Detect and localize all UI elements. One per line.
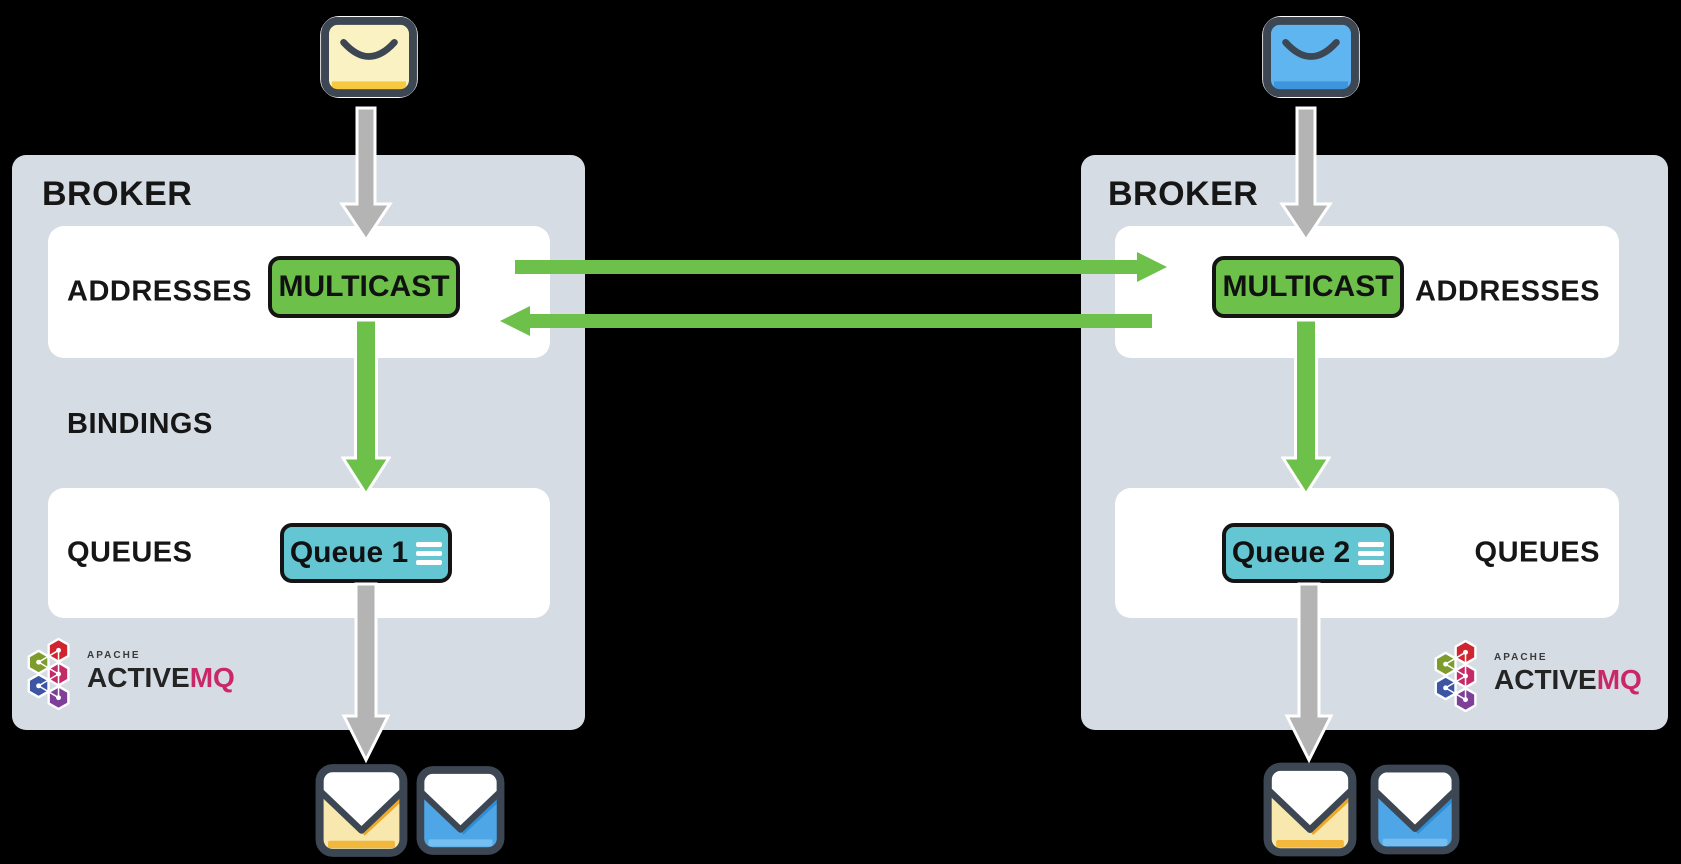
arrow-broker-left-to-right <box>515 252 1167 282</box>
consumer-envelope-yellow-icon <box>1263 762 1357 857</box>
producer-envelope-yellow-icon <box>320 16 418 98</box>
activemq-logo-text: APACHE ACTIVEMQ <box>1494 640 1642 694</box>
list-lines-icon <box>416 541 443 565</box>
addresses-panel: MULTICAST ADDRESSES <box>1115 226 1619 358</box>
activemq-hexagon-logo-icon <box>1434 640 1477 712</box>
queues-label: QUEUES <box>67 536 193 569</box>
arrow-broker-right-to-left <box>500 306 1152 336</box>
queues-panel: QUEUES Queue 1 <box>48 488 550 618</box>
broker-title: BROKER <box>1108 175 1259 213</box>
queue-label: Queue 2 <box>1231 536 1351 569</box>
queues-label: QUEUES <box>1474 536 1600 569</box>
active-label: ACTIVE <box>87 662 190 693</box>
activemq-hexagon-logo-icon <box>27 638 70 710</box>
addresses-label: ADDRESSES <box>67 275 252 308</box>
mq-label: MQ <box>1596 664 1642 695</box>
consumer-envelope-blue-icon <box>416 763 505 858</box>
multicast-label: MULTICAST <box>278 270 450 303</box>
list-lines-icon <box>1358 541 1385 565</box>
addresses-label: ADDRESSES <box>1415 275 1600 308</box>
arrow-producer-to-broker-left <box>338 106 394 242</box>
broker-box-right: BROKER MULTICAST ADDRESSES Queue 2 QUEUE… <box>1081 155 1668 730</box>
addresses-panel: ADDRESSES MULTICAST <box>48 226 550 358</box>
queue-node: Queue 1 <box>280 523 452 583</box>
multicast-node: MULTICAST <box>1212 256 1404 318</box>
mq-label: MQ <box>189 662 235 693</box>
arrow-producer-to-broker-right <box>1278 106 1334 242</box>
queue-node: Queue 2 <box>1222 523 1394 583</box>
activemq-logo: APACHE ACTIVEMQ <box>23 638 235 710</box>
activemq-logo: APACHE ACTIVEMQ <box>1430 640 1642 712</box>
arrow-multicast-to-queue-right <box>1281 318 1331 498</box>
consumer-envelope-blue-icon <box>1370 762 1460 857</box>
producer-envelope-blue-icon <box>1262 16 1360 98</box>
queue-label: Queue 1 <box>289 536 409 569</box>
arrow-queue-to-consumers-left <box>341 582 391 764</box>
bindings-label: BINDINGS <box>67 408 213 440</box>
active-label: ACTIVE <box>1494 664 1597 695</box>
consumer-envelope-yellow-icon <box>315 763 408 858</box>
multicast-node: MULTICAST <box>268 256 460 318</box>
apache-label: APACHE <box>1494 652 1548 663</box>
queues-panel: Queue 2 QUEUES <box>1115 488 1619 618</box>
multicast-label: MULTICAST <box>1222 270 1394 303</box>
apache-label: APACHE <box>87 650 141 661</box>
broker-box-left: BROKER ADDRESSES MULTICAST BINDINGS QUEU… <box>12 155 585 730</box>
arrow-multicast-to-queue-left <box>341 318 391 498</box>
broker-title: BROKER <box>42 175 193 213</box>
arrow-queue-to-consumers-right <box>1284 582 1334 764</box>
activemq-logo-text: APACHE ACTIVEMQ <box>87 638 235 692</box>
